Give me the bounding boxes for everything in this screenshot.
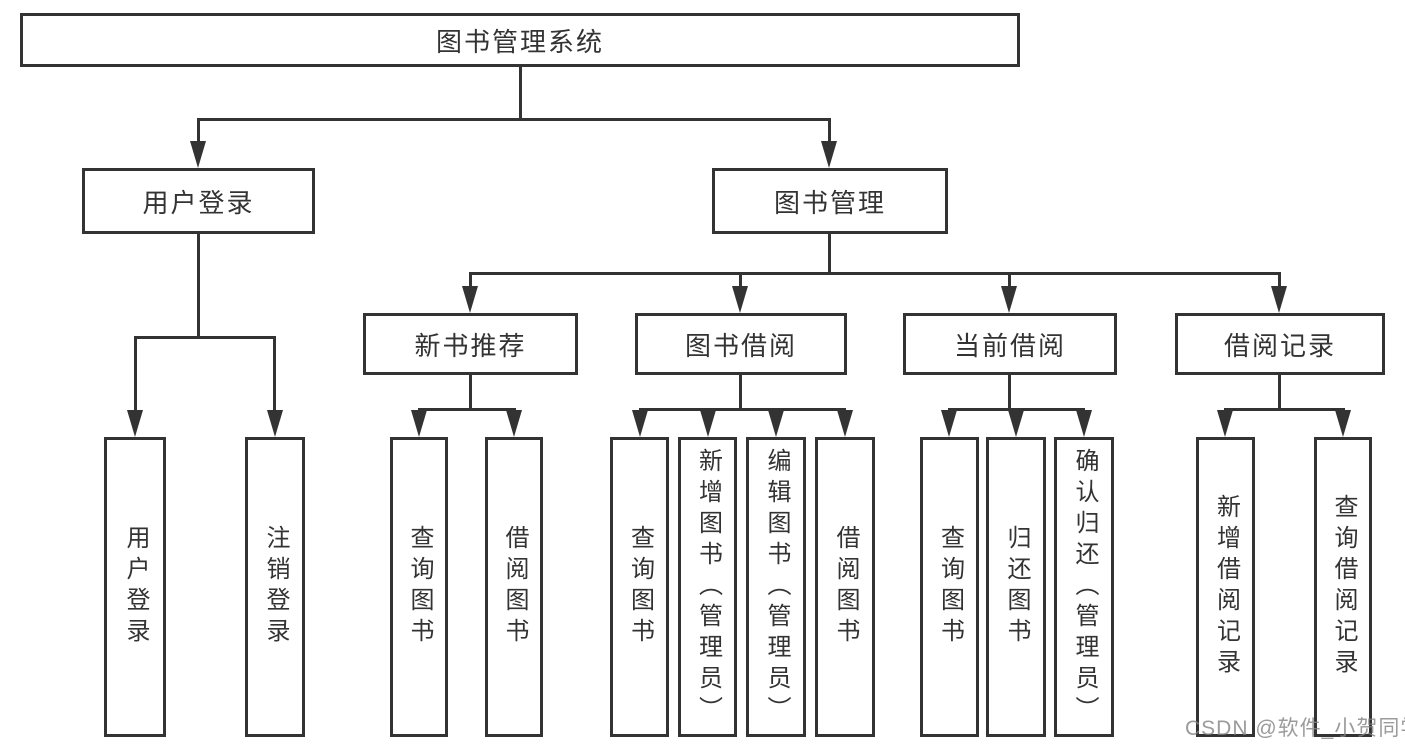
arrowhead-down-icon — [267, 410, 283, 437]
arrowhead-down-icon — [837, 410, 853, 437]
leaf-query-books-borrowing: 查询图书 — [610, 437, 669, 737]
connector-line — [1224, 408, 1345, 411]
arrowhead-down-icon — [462, 286, 478, 313]
arrowhead-down-icon — [821, 141, 837, 168]
connector-line — [948, 408, 1085, 411]
connector-line — [739, 375, 742, 408]
leaf-query-borrow-record: 查询借阅记录 — [1314, 437, 1372, 737]
node-user-login: 用户登录 — [82, 168, 315, 234]
leaf-label: 借阅图书 — [832, 525, 859, 649]
connector-line — [739, 272, 742, 288]
arrowhead-down-icon — [190, 141, 206, 168]
leaf-add-book-admin: 新增图书（管理员） — [678, 437, 737, 737]
arrowhead-down-icon — [732, 286, 748, 313]
node-current-borrowing: 当前借阅 — [903, 313, 1117, 375]
connector-line — [469, 375, 472, 408]
connector-line — [197, 118, 831, 121]
node-label: 图书管理 — [773, 187, 886, 218]
arrowhead-down-icon — [506, 410, 522, 437]
node-label: 借阅记录 — [1223, 330, 1336, 361]
leaf-label: 查询图书 — [626, 525, 654, 649]
connector-line — [197, 234, 200, 336]
arrowhead-down-icon — [1008, 410, 1024, 437]
connector-line — [828, 118, 831, 144]
connector-line — [134, 336, 137, 412]
leaf-label: 编辑图书（管理员） — [763, 447, 790, 727]
arrowhead-down-icon — [1335, 410, 1351, 437]
leaf-borrow-book-recommend: 借阅图书 — [485, 437, 543, 737]
leaf-label: 查询借阅记录 — [1330, 494, 1357, 680]
arrowhead-down-icon — [941, 410, 957, 437]
connector-line — [469, 272, 1281, 275]
arrowhead-down-icon — [1001, 286, 1017, 313]
arrowhead-down-icon — [411, 410, 427, 437]
connector-line — [418, 408, 516, 411]
leaf-label: 新增图书（管理员） — [694, 447, 722, 727]
leaf-return-book: 归还图书 — [986, 437, 1046, 737]
leaf-label: 确认归还（管理员） — [1071, 447, 1098, 727]
leaf-logout: 注销登录 — [245, 437, 305, 737]
arrowhead-down-icon — [1217, 410, 1233, 437]
leaf-label: 归还图书 — [1003, 525, 1030, 649]
arrowhead-down-icon — [700, 410, 716, 437]
node-book-borrowing: 图书借阅 — [635, 313, 847, 375]
connector-line — [469, 272, 472, 288]
leaf-query-books-current: 查询图书 — [920, 437, 979, 737]
leaf-label: 注销登录 — [262, 525, 289, 649]
node-label: 新书推荐 — [414, 330, 527, 361]
node-label: 图书借阅 — [684, 330, 797, 361]
connector-line — [519, 67, 522, 118]
node-label: 当前借阅 — [953, 330, 1066, 361]
leaf-edit-book-admin: 编辑图书（管理员） — [746, 437, 806, 737]
arrowhead-down-icon — [1076, 410, 1092, 437]
node-book-management: 图书管理 — [712, 168, 948, 234]
connector-line — [273, 336, 276, 412]
leaf-label: 查询图书 — [936, 525, 964, 649]
leaf-label: 新增借阅记录 — [1212, 494, 1240, 680]
node-borrowing-records: 借阅记录 — [1175, 313, 1385, 375]
connector-line — [639, 408, 846, 411]
leaf-label: 借阅图书 — [501, 525, 528, 649]
connector-line — [828, 234, 831, 272]
connector-line — [1008, 272, 1011, 288]
node-new-book-recommendation: 新书推荐 — [363, 313, 578, 375]
connector-line — [197, 118, 200, 144]
node-label: 图书管理系统 — [435, 26, 604, 57]
leaf-confirm-return-admin: 确认归还（管理员） — [1054, 437, 1114, 737]
arrowhead-down-icon — [632, 410, 648, 437]
leaf-label: 用户登录 — [122, 525, 149, 649]
node-library-system: 图书管理系统 — [20, 13, 1020, 67]
arrowhead-down-icon — [768, 410, 784, 437]
connector-line — [1008, 375, 1011, 408]
leaf-add-borrow-record: 新增借阅记录 — [1196, 437, 1255, 737]
leaf-query-books-recommend: 查询图书 — [390, 437, 448, 737]
arrowhead-down-icon — [1271, 286, 1287, 313]
connector-line — [1278, 272, 1281, 288]
connector-line — [1278, 375, 1281, 408]
leaf-borrow-book: 借阅图书 — [815, 437, 875, 737]
connector-line — [134, 336, 276, 339]
arrowhead-down-icon — [127, 410, 143, 437]
watermark: CSDN @软件_小贺同学 — [1185, 717, 1405, 740]
leaf-user-login: 用户登录 — [104, 437, 166, 737]
leaf-label: 查询图书 — [406, 525, 433, 649]
node-label: 用户登录 — [142, 187, 255, 218]
